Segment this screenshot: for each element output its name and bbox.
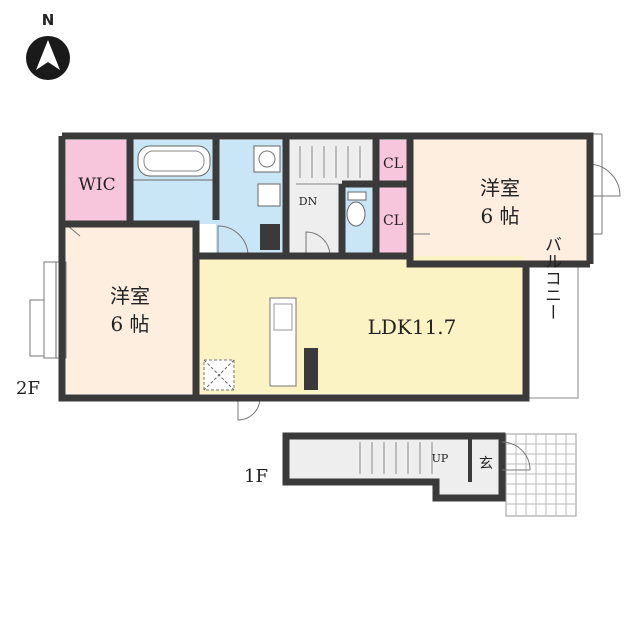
closet-top-label: CL — [383, 156, 403, 172]
ldk-label: LDK11.7 — [368, 315, 457, 339]
first-floor-block — [282, 432, 577, 517]
stair-lower-area — [286, 184, 342, 256]
north-arrow-icon — [36, 40, 60, 70]
stair-area — [286, 140, 374, 184]
entrance-label: 玄 — [479, 455, 493, 472]
entrance-porch — [505, 433, 577, 517]
balcony-label: バルコニー — [541, 236, 561, 321]
washbasin — [257, 183, 281, 207]
floor-2f-label: 2F — [16, 378, 40, 399]
balcony-area — [525, 263, 579, 399]
stair-treads — [296, 146, 372, 185]
west-bedroom-area — [66, 222, 194, 394]
ldk-area — [198, 256, 524, 394]
wic-area — [66, 140, 128, 222]
washer — [253, 145, 281, 173]
stairs-down-label: DN — [299, 195, 318, 208]
closet-top-area — [376, 140, 410, 184]
east-room-label-1: 洋室 — [480, 176, 520, 200]
compass-letter: N — [42, 11, 55, 29]
toilet-bowl — [346, 201, 366, 227]
east-room-label-2: 6 帖 — [480, 204, 519, 228]
west-room-label-2: 6 帖 — [110, 312, 149, 336]
east-bedroom-area — [410, 140, 588, 264]
west-room-label-1: 洋室 — [110, 284, 150, 308]
compass: N — [26, 11, 70, 80]
bathtub — [137, 145, 211, 177]
floor-1f-label: 1F — [244, 466, 268, 487]
wic-label: WIC — [78, 175, 115, 195]
walls-2f — [58, 132, 594, 402]
stairs-up-label: UP — [432, 452, 449, 465]
closet-bottom-area — [376, 184, 410, 256]
closet-bottom-label: CL — [383, 213, 403, 229]
